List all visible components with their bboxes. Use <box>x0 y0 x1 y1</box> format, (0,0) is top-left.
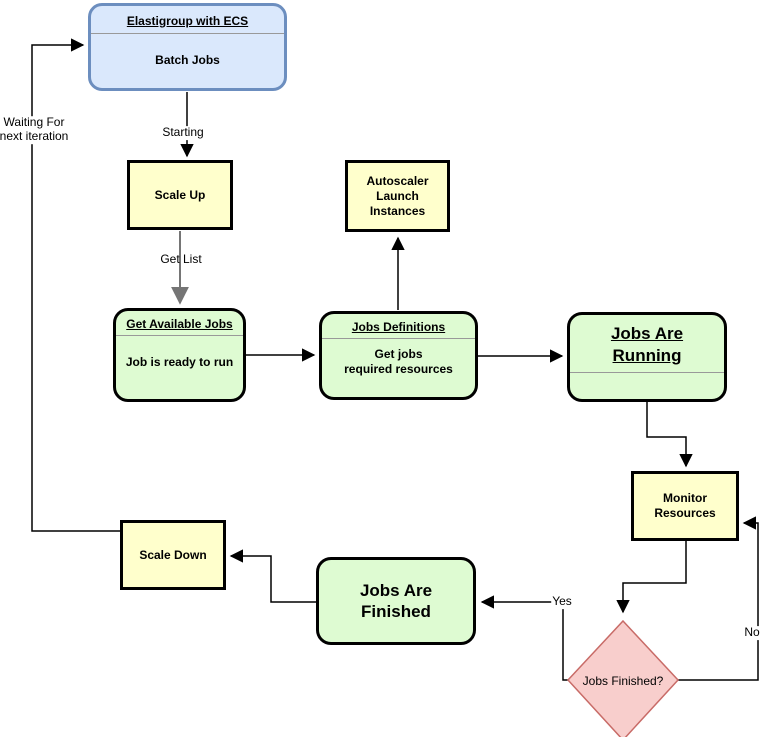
edge-waiting <box>31 38 120 532</box>
edge-label-starting: Starting <box>161 125 205 140</box>
node-jobs-are-running-title: Jobs Are Running <box>610 324 684 365</box>
node-jobs-are-finished: Jobs Are Finished <box>316 557 476 645</box>
node-jobs-are-running: Jobs Are Running <box>567 312 727 402</box>
node-jobs-are-finished-inner: Jobs Are Finished <box>319 560 473 642</box>
node-monitor-resources-label: Monitor Resources <box>654 491 716 520</box>
node-get-available-jobs-title: Get Available Jobs <box>126 317 233 331</box>
edge-running-to-monitor <box>646 402 693 468</box>
node-elastigroup-header: Elastigroup with ECS <box>91 6 284 34</box>
edge-label-no: No <box>743 625 761 640</box>
node-get-available-jobs-body: Job is ready to run <box>125 354 234 369</box>
node-scale-up-label: Scale Up <box>154 188 206 202</box>
node-elastigroup-body: Batch Jobs <box>155 53 220 67</box>
edge-label-waiting: Waiting For next iteration <box>0 115 70 144</box>
node-get-available-jobs-header: Get Available Jobs <box>116 311 243 336</box>
decision-jobs-finished-label: Jobs Finished? <box>582 674 664 688</box>
node-autoscaler-label: Autoscaler Launch Instances <box>366 173 429 218</box>
edge-no <box>678 516 759 681</box>
edge-label-get-list: Get List <box>160 252 202 267</box>
edge-yes <box>480 595 568 681</box>
node-jobs-definitions-header: Jobs Definitions <box>322 314 475 339</box>
node-jobs-are-running-body <box>570 373 724 399</box>
node-jobs-are-running-header: Jobs Are Running <box>570 315 724 373</box>
node-scale-down-label: Scale Down <box>139 548 207 562</box>
node-elastigroup-title: Elastigroup with ECS <box>126 13 249 28</box>
node-elastigroup-with-ecs: Elastigroup with ECS Batch Jobs <box>88 3 287 91</box>
node-scale-down: Scale Down <box>120 520 226 590</box>
node-jobs-are-finished-label: Jobs Are Finished <box>359 580 433 621</box>
node-monitor-resources: Monitor Resources <box>631 471 739 541</box>
node-jobs-definitions-title: Jobs Definitions <box>351 320 446 334</box>
edge-label-yes: Yes <box>551 594 573 609</box>
node-autoscaler-launch-instances: Autoscaler Launch Instances <box>345 160 450 232</box>
node-jobs-definitions-body: Get jobs required resources <box>344 347 453 376</box>
node-scale-up: Scale Up <box>127 160 233 230</box>
edge-monitor-to-decision <box>616 541 687 614</box>
node-jobs-definitions: Jobs Definitions Get jobs required resou… <box>319 311 478 400</box>
edge-finished-to-scaledown <box>229 549 316 603</box>
decision-diamond-shape <box>566 619 680 737</box>
node-get-available-jobs: Get Available Jobs Job is ready to run <box>113 308 246 402</box>
